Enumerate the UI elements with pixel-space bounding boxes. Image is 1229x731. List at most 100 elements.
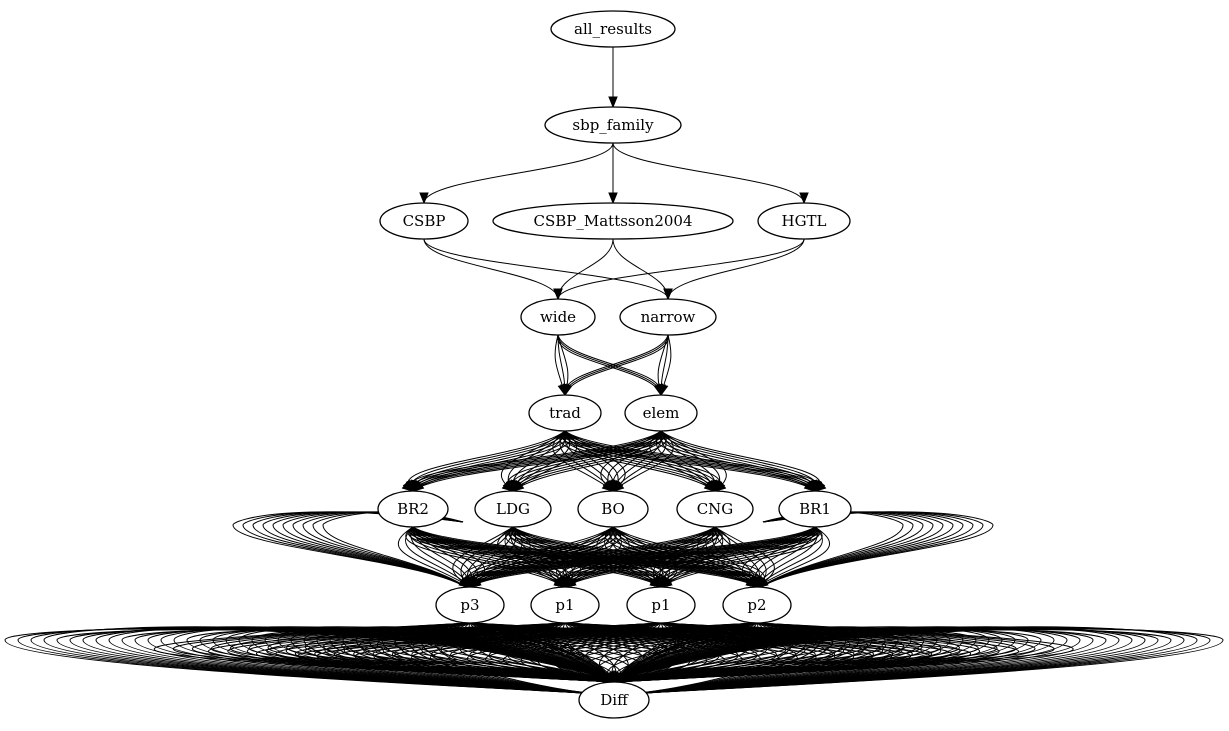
diff-loop-left-6 (355, 627, 615, 695)
edge-elem-to-BR2-5-arrowhead (411, 480, 425, 492)
edge-p2-to-Diff-6 (411, 622, 758, 683)
node-p3-ellipse (435, 586, 505, 624)
edge-BR1-to-p2-0 (741, 526, 816, 588)
node-CSBP_Mattsson2004: CSBP_Mattsson2004 (492, 202, 734, 240)
node-trad-label: trad (549, 404, 581, 422)
node-p2: p2 (722, 586, 792, 624)
edge-sbp_family-to-CSBP-arrowhead (419, 192, 429, 205)
edge-sbp_family-to-HGTL (612, 142, 805, 204)
edge-CSBP_Mattsson2004-to-wide (557, 238, 614, 300)
node-HGTL: HGTL (757, 202, 851, 240)
diff-loop-right-6 (613, 627, 873, 695)
edge-elem-to-CNG-1 (655, 430, 716, 492)
node-Diff-label: Diff (600, 691, 629, 709)
edge-CSBP-to-narrow (423, 238, 669, 300)
node-sbp_family: sbp_family (544, 106, 682, 144)
node-p1a: p1 (530, 586, 600, 624)
diff-loop-right-33 (613, 628, 1224, 695)
edge-elem-to-BR1-5-arrowhead (813, 480, 827, 492)
node-elem: elem (624, 394, 698, 432)
edge-p2-to-Diff-4 (373, 622, 758, 683)
edge-elem-to-BR1-3 (660, 430, 816, 492)
node-CSBP-ellipse (379, 202, 469, 240)
edge-LDG-to-p1b-0 (505, 526, 662, 588)
row5-loop-right-9 (756, 511, 994, 591)
diff-loop-left-5 (368, 626, 615, 695)
row5-loop-right-7 (756, 511, 974, 591)
edge-sbp_family-to-HGTL-arrowhead (799, 192, 809, 205)
edge-sbp_family-to-CSBP_Mattsson2004-arrowhead (608, 192, 618, 205)
node-p1a-ellipse (530, 586, 600, 624)
node-BR1: BR1 (778, 490, 852, 528)
edge-BO-to-p3-0 (461, 526, 614, 588)
edge-CSBP-to-wide (423, 238, 559, 300)
edge-p2-to-Diff-5 (392, 622, 758, 683)
node-CSBP_Mattsson2004-ellipse (492, 202, 734, 240)
edge-p2-to-Diff-15 (570, 622, 758, 683)
node-wide-label: wide (540, 308, 576, 326)
node-trad-ellipse (528, 394, 602, 432)
edge-elem-to-BR1-4 (660, 430, 818, 492)
node-narrow-ellipse (619, 298, 717, 336)
edge-elem-to-BR1-0 (655, 430, 816, 492)
node-BO-ellipse (577, 490, 649, 528)
node-Diff: Diff (578, 681, 650, 719)
edge-BR2-to-p1b-0 (408, 526, 662, 588)
edges-layer (4, 47, 1224, 695)
edge-CSBP_Mattsson2004-to-narrow (612, 238, 669, 300)
node-narrow: narrow (619, 298, 717, 336)
edge-LDG-to-p1a-0 (497, 526, 566, 588)
node-BR1-label: BR1 (799, 500, 831, 518)
edge-p2-to-Diff-9 (466, 622, 758, 683)
node-HGTL-label: HGTL (781, 212, 826, 230)
node-p3-label: p3 (460, 596, 479, 614)
edge-p2-to-Diff-0 (297, 622, 758, 683)
edge-sbp_family-to-CSBP (423, 142, 614, 204)
edge-narrow-to-trad-1 (564, 334, 669, 396)
node-CNG-ellipse (676, 490, 754, 528)
diff-loop-left-33 (4, 628, 615, 695)
node-narrow-label: narrow (641, 308, 696, 326)
node-sbp_family-label: sbp_family (572, 116, 654, 134)
edge-BR1-to-p2-6 (756, 526, 831, 588)
edge-HGTL-to-narrow (667, 238, 805, 300)
node-sbp_family-ellipse (544, 106, 682, 144)
edge-elem-to-CNG-5-arrowhead (713, 480, 727, 492)
edge-elem-to-BO-0 (600, 430, 662, 492)
node-trad: trad (528, 394, 602, 432)
node-elem-label: elem (643, 404, 680, 422)
node-BR2: BR2 (377, 490, 449, 528)
edge-elem-to-CNG-0 (649, 430, 716, 492)
node-CSBP: CSBP (379, 202, 469, 240)
node-all_results-ellipse (550, 10, 676, 48)
edge-elem-to-BO-5-arrowhead (611, 480, 625, 492)
node-wide: wide (520, 298, 596, 336)
node-all_results-label: all_results (574, 20, 652, 38)
node-p3: p3 (435, 586, 505, 624)
node-p1b-ellipse (626, 586, 696, 624)
edge-p2-to-Diff-14 (554, 622, 758, 683)
node-p1a-label: p1 (555, 596, 574, 614)
edge-elem-to-LDG-5-arrowhead (511, 480, 525, 492)
node-BO-label: BO (601, 500, 625, 518)
edge-all_results-to-sbp_family-arrowhead (608, 96, 618, 109)
node-HGTL-ellipse (757, 202, 851, 240)
edge-BR1-to-p1b-0 (653, 526, 816, 588)
node-p1b: p1 (626, 586, 696, 624)
edge-HGTL-to-narrow-arrowhead (663, 288, 673, 301)
edge-narrow-to-elem-2-arrowhead (659, 383, 669, 397)
edge-BR1-to-p3-6-arrowhead (468, 577, 482, 588)
node-LDG: LDG (474, 490, 552, 528)
edge-wide-to-elem-1 (557, 334, 662, 396)
edge-BR2-to-p1a-0 (405, 526, 566, 588)
node-elem-ellipse (624, 394, 698, 432)
node-CSBP-label: CSBP (403, 212, 446, 230)
edge-HGTL-to-wide (557, 238, 805, 300)
node-p2-label: p2 (747, 596, 766, 614)
row5-loop-left-7 (252, 511, 471, 591)
node-p1b-label: p1 (651, 596, 670, 614)
edge-HGTL-to-wide-arrowhead (553, 288, 563, 301)
edge-CNG-to-p2-0 (697, 526, 758, 588)
